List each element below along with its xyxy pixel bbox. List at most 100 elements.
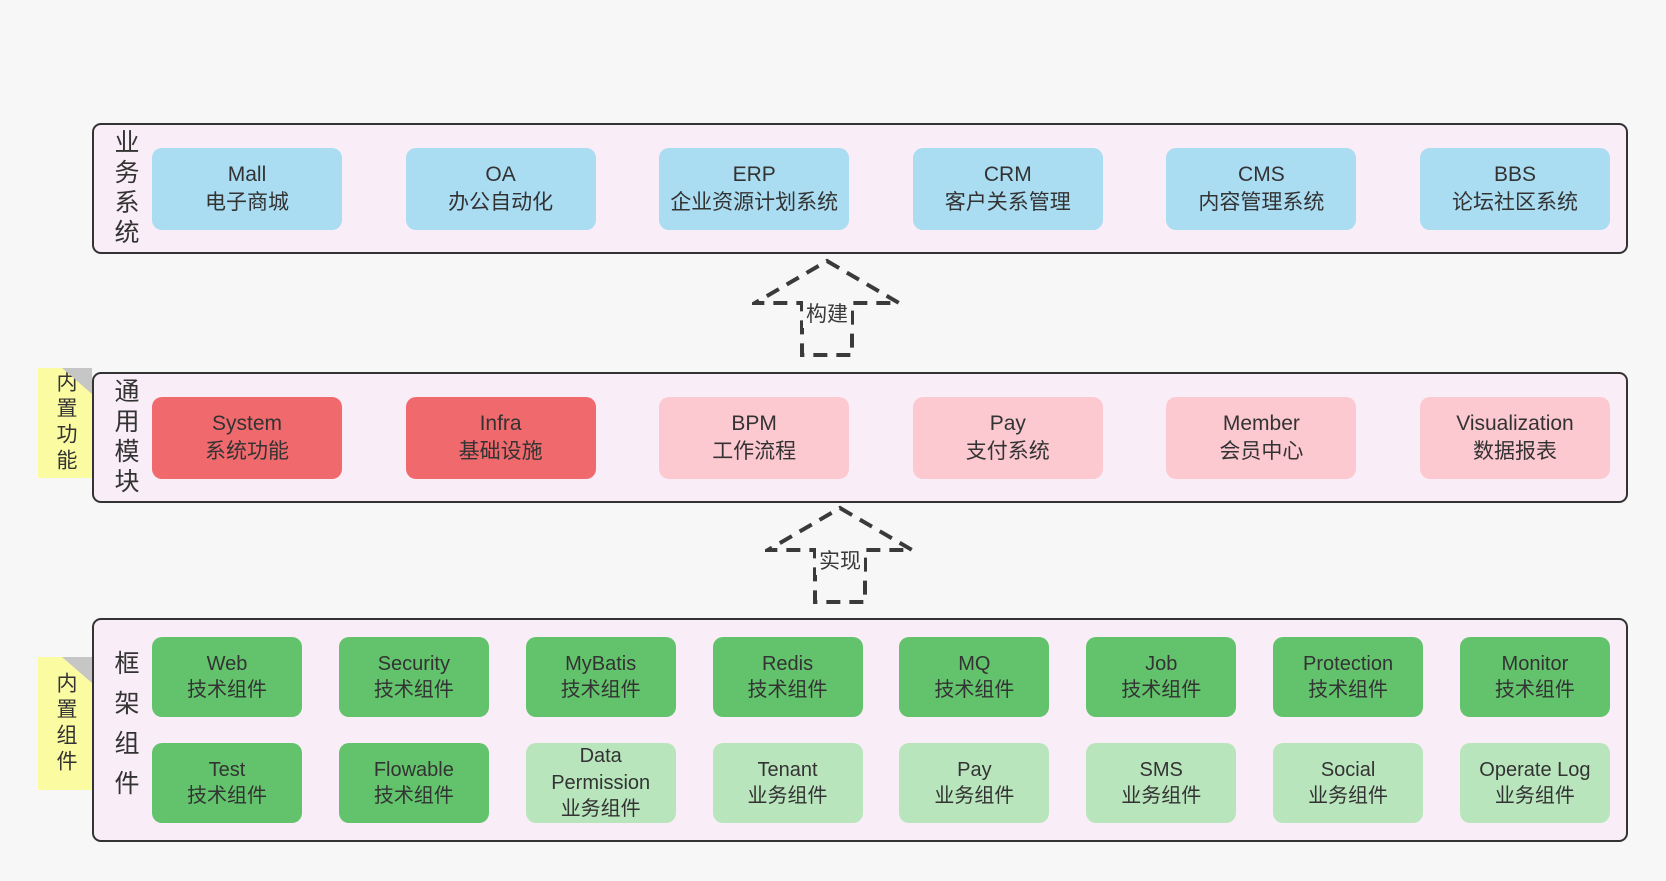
business-boxes-row: Mall 电子商城 OA 办公自动化 ERP 企业资源计划系统 CRM 客户关系… [152,125,1610,252]
box-subtitle: 技术组件 [1121,679,1202,701]
box-tenant: Tenant 业务组件 [712,743,863,823]
box-operate-log: Operate Log 业务组件 [1459,743,1610,823]
section-modules-label: 通用模块 [111,377,139,498]
box-subtitle: 支付系统 [965,439,1050,463]
box-subtitle: 业务组件 [934,785,1015,807]
dashed-up-arrow-icon [752,258,902,357]
arrow-build: 构建 [752,258,902,358]
box-sms: SMS 业务组件 [1086,743,1237,823]
box-title: Flowable [373,758,454,781]
dashed-up-arrow-icon [765,505,915,604]
box-subtitle: 技术组件 [1308,679,1389,701]
box-flowable: Flowable 技术组件 [338,743,489,823]
box-title: Monitor [1501,652,1569,675]
box-subtitle: 技术组件 [373,679,454,701]
box-redis: Redis 技术组件 [712,637,863,717]
section-common-modules: 通用模块 System 系统功能 Infra 基础设施 BPM 工作流程 Pay… [92,372,1628,503]
arrow-build-label: 构建 [803,298,851,328]
box-social: Social 业务组件 [1273,743,1424,823]
box-title: Test [208,758,246,781]
box-title: Protection [1303,652,1394,675]
box-subtitle: 系统功能 [205,439,289,463]
box-title: Infra [479,411,522,435]
components-row-2: Test 技术组件 Flowable 技术组件 Data Permission … [152,743,1610,823]
box-bbs: BBS 论坛社区系统 [1419,147,1610,230]
box-title: Social [1320,758,1376,781]
box-subtitle: 业务组件 [1308,785,1389,807]
box-subtitle: 业务组件 [1494,785,1575,807]
box-infra: Infra 基础设施 [405,396,596,479]
box-title: CRM [983,162,1032,186]
tag-built-in-features: 内置功能 [38,368,92,478]
box-title: Member [1222,411,1300,435]
box-visualization: Visualization 数据报表 [1419,396,1610,479]
box-protection: Protection 技术组件 [1273,637,1424,717]
box-web: Web 技术组件 [152,637,302,717]
box-subtitle: 客户关系管理 [944,190,1071,214]
box-monitor: Monitor 技术组件 [1459,637,1610,717]
box-subtitle: 数据报表 [1472,439,1557,463]
box-title: Redis [761,652,814,675]
box-cms: CMS 内容管理系统 [1166,147,1357,230]
section-framework-components: 框架组件 Web 技术组件 Security 技术组件 MyBatis 技术组件… [92,618,1628,842]
box-subtitle: 技术组件 [187,679,267,701]
box-subtitle: 会员中心 [1219,439,1304,463]
modules-boxes-row: System 系统功能 Infra 基础设施 BPM 工作流程 Pay 支付系统… [152,374,1610,501]
box-subtitle: 技术组件 [934,679,1015,701]
box-mall: Mall 电子商城 [152,147,342,230]
box-pay-component: Pay 业务组件 [899,743,1050,823]
box-subtitle: 办公自动化 [448,190,554,214]
box-subtitle: 论坛社区系统 [1451,190,1578,214]
box-subtitle: 基础设施 [458,439,543,463]
section-business-systems: 业务系统 Mall 电子商城 OA 办公自动化 ERP 企业资源计划系统 CRM… [92,123,1628,254]
box-title: Pay [957,758,992,781]
box-title: Tenant [757,758,818,781]
box-subtitle: 技术组件 [560,679,641,701]
box-subtitle: 工作流程 [712,439,797,463]
tag-built-in-features-label: 内置功能 [54,371,77,475]
box-title: Web [206,652,248,675]
box-title: MyBatis [565,652,637,675]
box-system: System 系统功能 [152,396,342,479]
box-subtitle: 内容管理系统 [1198,190,1325,214]
box-subtitle: 技术组件 [1494,679,1575,701]
box-member: Member 会员中心 [1166,396,1357,479]
tag-built-in-components: 内置组件 [38,657,92,790]
box-title: Security [377,652,450,675]
tag-built-in-components-label: 内置组件 [54,671,77,776]
box-title: MQ [958,652,991,675]
box-subtitle: 电子商城 [205,190,289,214]
box-erp: ERP 企业资源计划系统 [659,147,850,230]
box-subtitle: 业务组件 [560,798,641,821]
box-subtitle: 业务组件 [747,785,828,807]
section-business-label: 业务系统 [111,128,139,249]
section-components-label: 框架组件 [111,650,139,810]
box-subtitle: 技术组件 [373,785,454,807]
box-title: ERP [732,162,776,186]
box-crm: CRM 客户关系管理 [912,147,1103,230]
box-title: Data Permission [551,745,651,794]
components-grid: Web 技术组件 Security 技术组件 MyBatis 技术组件 Redi… [152,620,1610,840]
box-data-permission: Data Permission 业务组件 [525,743,676,823]
box-job: Job 技术组件 [1086,637,1237,717]
box-title: BPM [731,411,777,435]
box-title: CMS [1238,162,1285,186]
box-pay: Pay 支付系统 [912,396,1103,479]
box-security: Security 技术组件 [338,637,489,717]
arrow-implement: 实现 [765,505,915,605]
box-mq: MQ 技术组件 [899,637,1050,717]
box-title: OA [485,162,516,186]
box-title: SMS [1139,758,1183,781]
arrow-implement-label: 实现 [816,545,864,575]
box-title: Job [1145,652,1178,675]
box-title: Visualization [1456,411,1574,435]
box-title: Pay [989,411,1026,435]
box-mybatis: MyBatis 技术组件 [525,637,676,717]
box-bpm: BPM 工作流程 [659,396,850,479]
box-title: Mall [227,162,267,186]
box-test: Test 技术组件 [152,743,302,823]
box-oa: OA 办公自动化 [405,147,596,230]
box-subtitle: 业务组件 [1121,785,1202,807]
box-title: Operate Log [1479,758,1591,781]
